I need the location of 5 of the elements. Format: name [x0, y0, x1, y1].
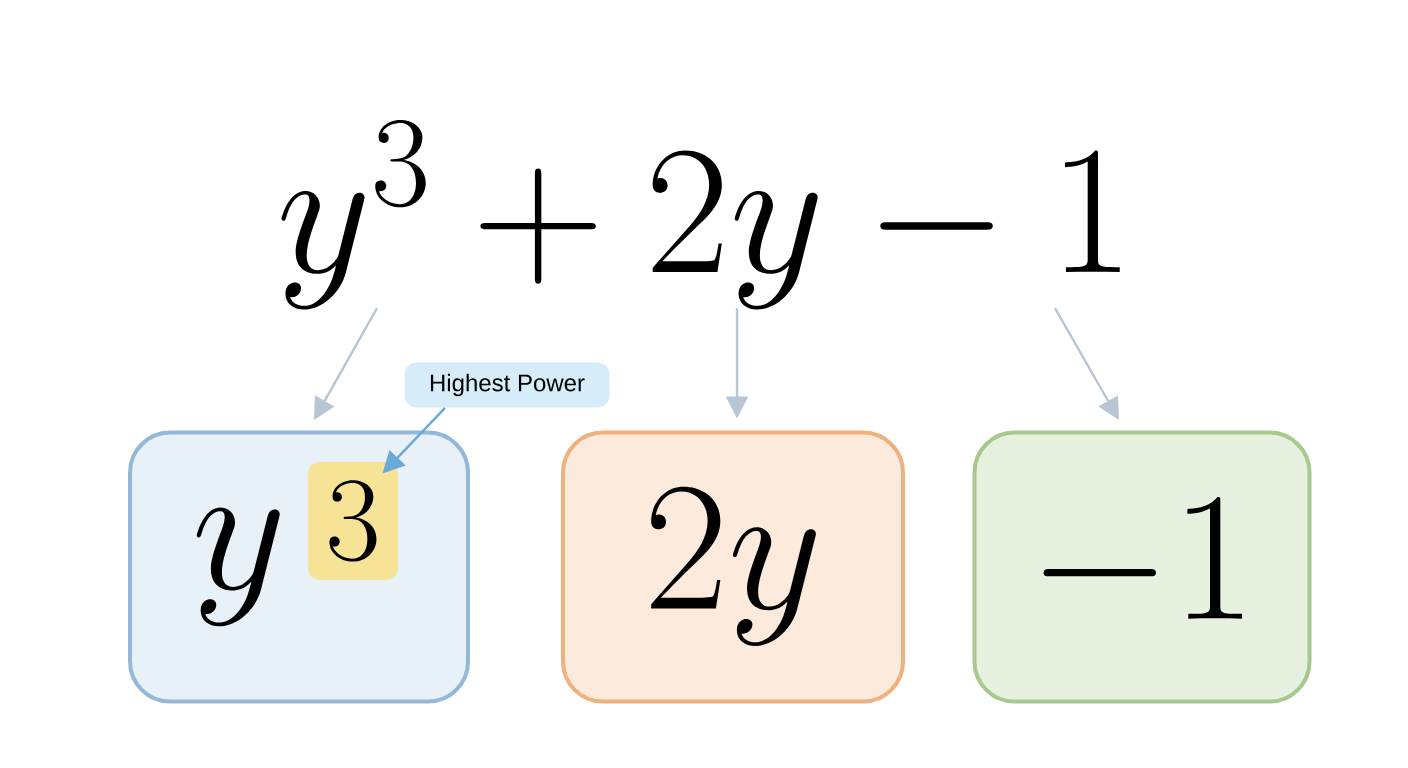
expression: $y^{3} + 2y - 1$: [281, 120, 1120, 310]
callout-label: Highest Power: [404, 362, 610, 408]
term-box: $-1$: [972, 430, 1312, 704]
term-box: $2y$: [561, 430, 905, 704]
highlight: $3$: [308, 462, 398, 580]
